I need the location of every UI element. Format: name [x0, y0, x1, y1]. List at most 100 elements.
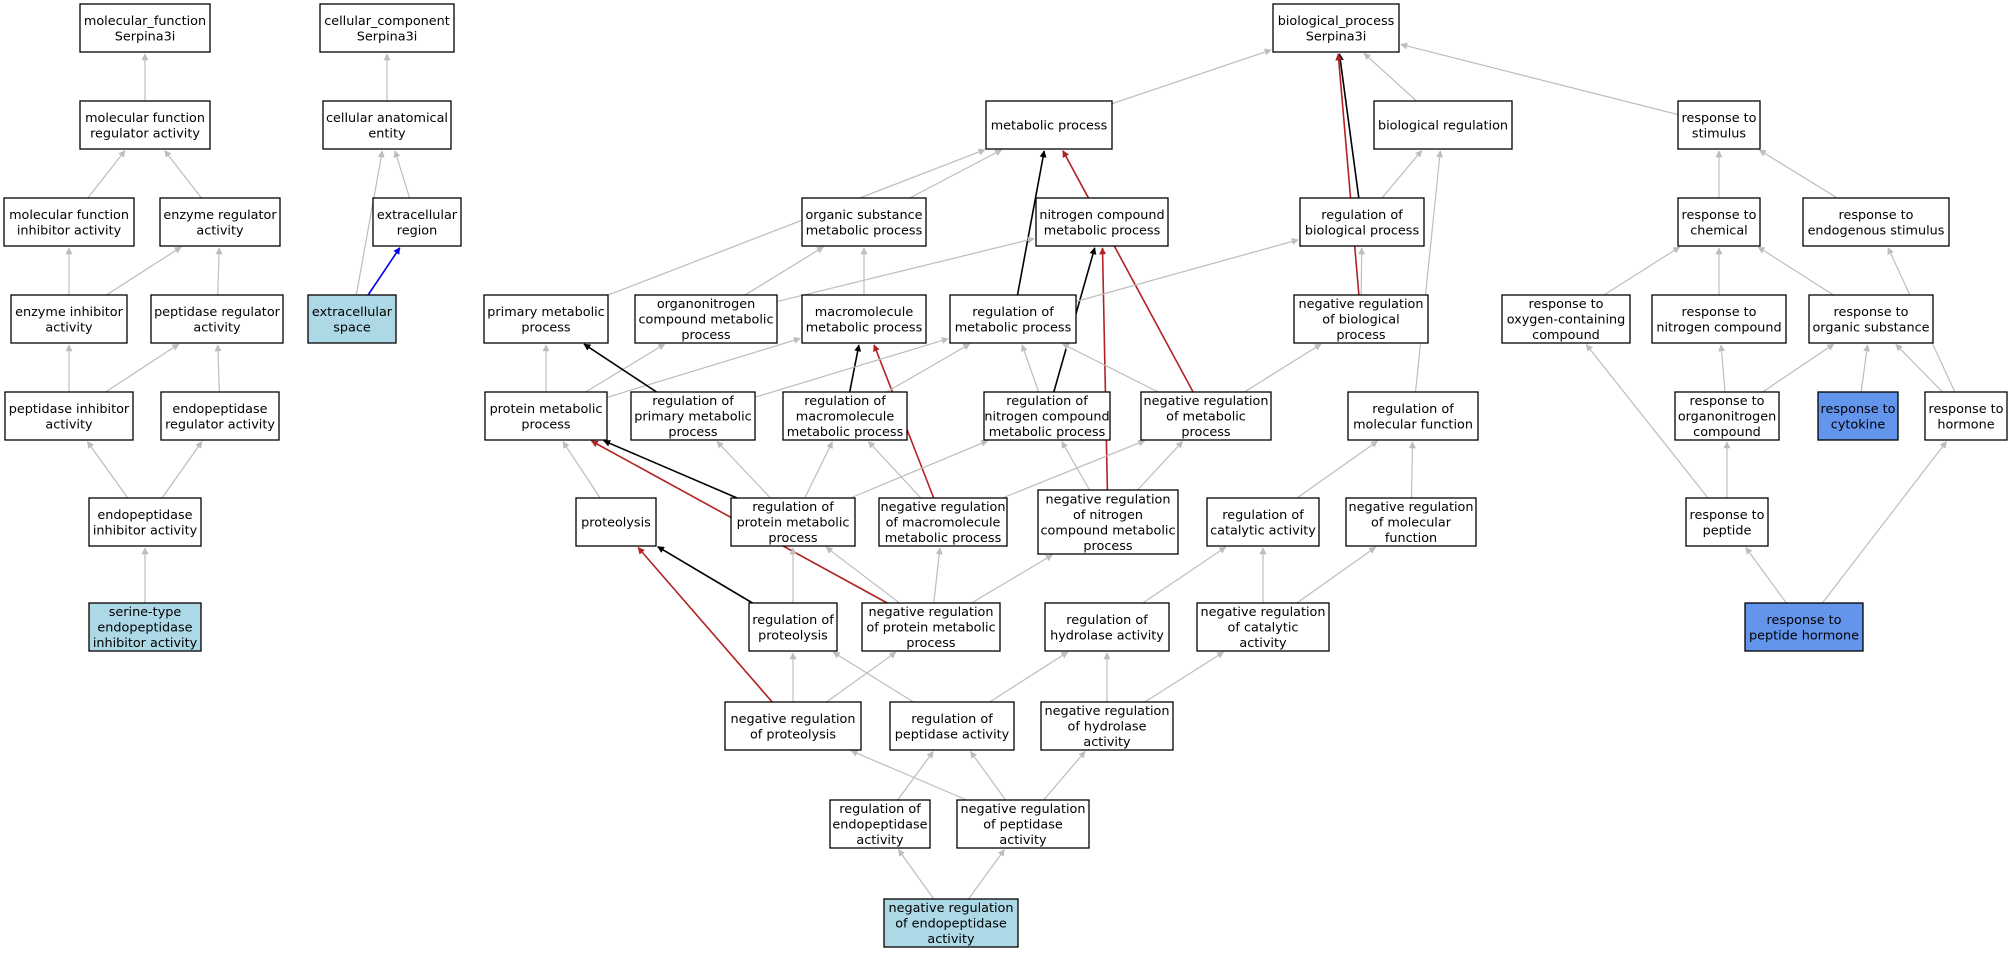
node-label-line: metabolic process — [989, 425, 1106, 440]
node-label-line: activity — [45, 417, 93, 432]
node-box — [322, 100, 452, 150]
node-label-line: response to — [1689, 394, 1764, 409]
node-label-line: negative regulation — [1298, 297, 1423, 312]
node-label-line: of metabolic — [1166, 410, 1246, 425]
edge-is-a — [607, 148, 986, 296]
edge-is-a — [1895, 343, 1943, 393]
node-label-line: regulation of — [839, 802, 921, 817]
node-label-line: endopeptidase — [97, 508, 192, 523]
edge-is-a — [1043, 750, 1086, 801]
edge-is-a — [886, 343, 971, 393]
node-label-line: biological process — [1305, 223, 1420, 238]
edge-is-a — [868, 440, 922, 499]
node-box — [1037, 489, 1179, 555]
node-label-line: negative regulation — [888, 901, 1013, 916]
go-term-node[interactable]: metabolic process — [985, 100, 1113, 150]
node-label-line: catalytic activity — [1210, 523, 1316, 538]
node-box — [1035, 197, 1169, 247]
node-label-line: space — [333, 320, 371, 335]
node-label-line: nitrogen compound — [1656, 320, 1781, 335]
node-box — [782, 391, 908, 441]
node-label-line: process — [521, 417, 571, 432]
node-label-line: macromolecule — [796, 410, 895, 425]
node-label-line: negative regulation — [960, 802, 1085, 817]
go-term-node[interactable]: biological regulation — [1373, 100, 1513, 150]
node-label-line: response to — [1766, 613, 1841, 628]
node-label-line: activity — [999, 833, 1047, 848]
node-label-line: of catalytic — [1228, 621, 1299, 636]
node-label-line: activity — [927, 932, 975, 947]
edge-negatively-regulates — [1062, 150, 1194, 393]
go-term-node[interactable]: proteolysis — [575, 497, 657, 547]
node-label-line: process — [1083, 539, 1133, 554]
node-label-line: process — [768, 531, 818, 546]
node-box — [1802, 197, 1950, 247]
node-label-line: metabolic process — [806, 320, 923, 335]
edge-is-a — [105, 343, 180, 393]
node-label-line: proteolysis — [581, 516, 651, 531]
node-box — [1272, 3, 1400, 53]
node-box — [630, 391, 756, 441]
node-label-line: of endopeptidase — [895, 917, 1007, 932]
node-label-line: compound metabolic — [639, 313, 774, 328]
node-box — [1345, 497, 1477, 547]
edge-regulates — [1016, 150, 1047, 296]
